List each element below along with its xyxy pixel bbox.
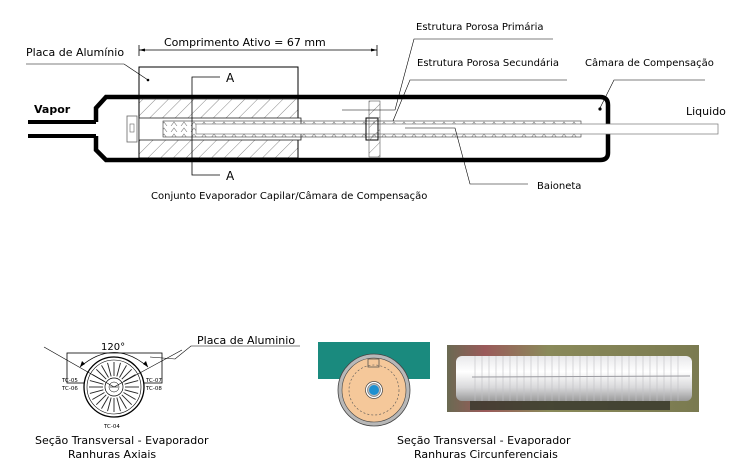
- active-length-dimension: [138, 45, 378, 56]
- axial-plate-label: Placa de Aluminio: [197, 334, 295, 347]
- angle-label: 120°: [101, 342, 125, 353]
- axial-groove: [89, 380, 104, 385]
- active-length-label: Comprimento Ativo = 67 mm: [164, 36, 326, 49]
- tc05-label: TC-05: [61, 378, 78, 384]
- axial-groove: [121, 394, 132, 405]
- vapor-line: [28, 120, 96, 138]
- end-cap-slot: [129, 123, 135, 133]
- axial-groove: [123, 392, 136, 400]
- axial-groove: [89, 389, 104, 394]
- primary-wick-leader: [342, 38, 553, 111]
- compensation-chamber-label: Câmara de Compensação: [585, 57, 714, 69]
- angle-arc: [79, 352, 149, 368]
- axial-groove: [119, 365, 127, 378]
- axial-caption-line1: Seção Transversal - Evaporador: [35, 434, 209, 447]
- axial-groove: [124, 380, 139, 385]
- axial-groove: [124, 389, 139, 394]
- secondary-wick-leader: [392, 79, 567, 122]
- end-cap: [126, 115, 138, 143]
- tc07-label: TC-07: [145, 378, 162, 384]
- wick-photo: [447, 345, 699, 412]
- section-a-top-label: A: [226, 71, 235, 85]
- circ-core: [369, 385, 379, 395]
- assembly-caption: Conjunto Evaporador Capilar/Câmara de Co…: [151, 190, 427, 202]
- vapor-label: Vapor: [34, 103, 71, 116]
- axial-groove: [107, 362, 112, 377]
- tc06-label: TC-06: [61, 386, 78, 392]
- circ-caption-line2: Ranhuras Circunferenciais: [414, 448, 558, 461]
- axial-groove: [101, 365, 109, 378]
- interface-hatch: [368, 100, 381, 158]
- axial-groove: [96, 394, 107, 405]
- bayonet-label: Baioneta: [537, 181, 581, 192]
- aluminum-plate-label: Placa de Alumínio: [26, 46, 124, 59]
- circumferential-grooves-section: Seção Transversal - Evaporador Ranhuras …: [318, 342, 699, 461]
- primary-wick-label: Estrutura Porosa Primária: [416, 21, 544, 33]
- capillary-evaporator-assembly: Comprimento Ativo = 67 mm Placa de Alumí…: [26, 21, 726, 202]
- axial-groove: [119, 396, 127, 409]
- axial-groove: [123, 374, 136, 382]
- liquid-label: Liquido: [686, 105, 726, 118]
- axial-groove: [101, 396, 109, 409]
- axial-plate-leader: [149, 345, 300, 360]
- secondary-wick-label: Estrutura Porosa Secundária: [417, 57, 559, 69]
- axial-groove: [92, 392, 105, 400]
- compensation-chamber-leader: [599, 79, 705, 109]
- aluminum-plate: [138, 66, 299, 159]
- axial-groove: [96, 369, 107, 380]
- circ-thermocouple-slot: [367, 358, 380, 368]
- axial-grooves-section: 120° Placa de Aluminio TC-05 TC-06 TC-07…: [35, 334, 300, 461]
- axial-groove: [107, 397, 112, 412]
- axial-groove: [116, 397, 121, 412]
- tc04-label: TC-04: [103, 424, 120, 430]
- bayonet-leader: [405, 127, 528, 185]
- axial-groove: [121, 369, 132, 380]
- section-line-a: [191, 76, 220, 176]
- bayonet-tube: [195, 123, 719, 135]
- section-a-bottom-label: A: [226, 169, 235, 183]
- circ-caption-line1: Seção Transversal - Evaporador: [397, 434, 571, 447]
- axial-caption-line2: Ranhuras Axiais: [68, 448, 156, 461]
- tc08-label: TC-08: [145, 386, 162, 392]
- axial-groove: [116, 362, 121, 377]
- aluminum-plate-leader: [26, 63, 149, 81]
- circ-groove-line: [348, 364, 400, 416]
